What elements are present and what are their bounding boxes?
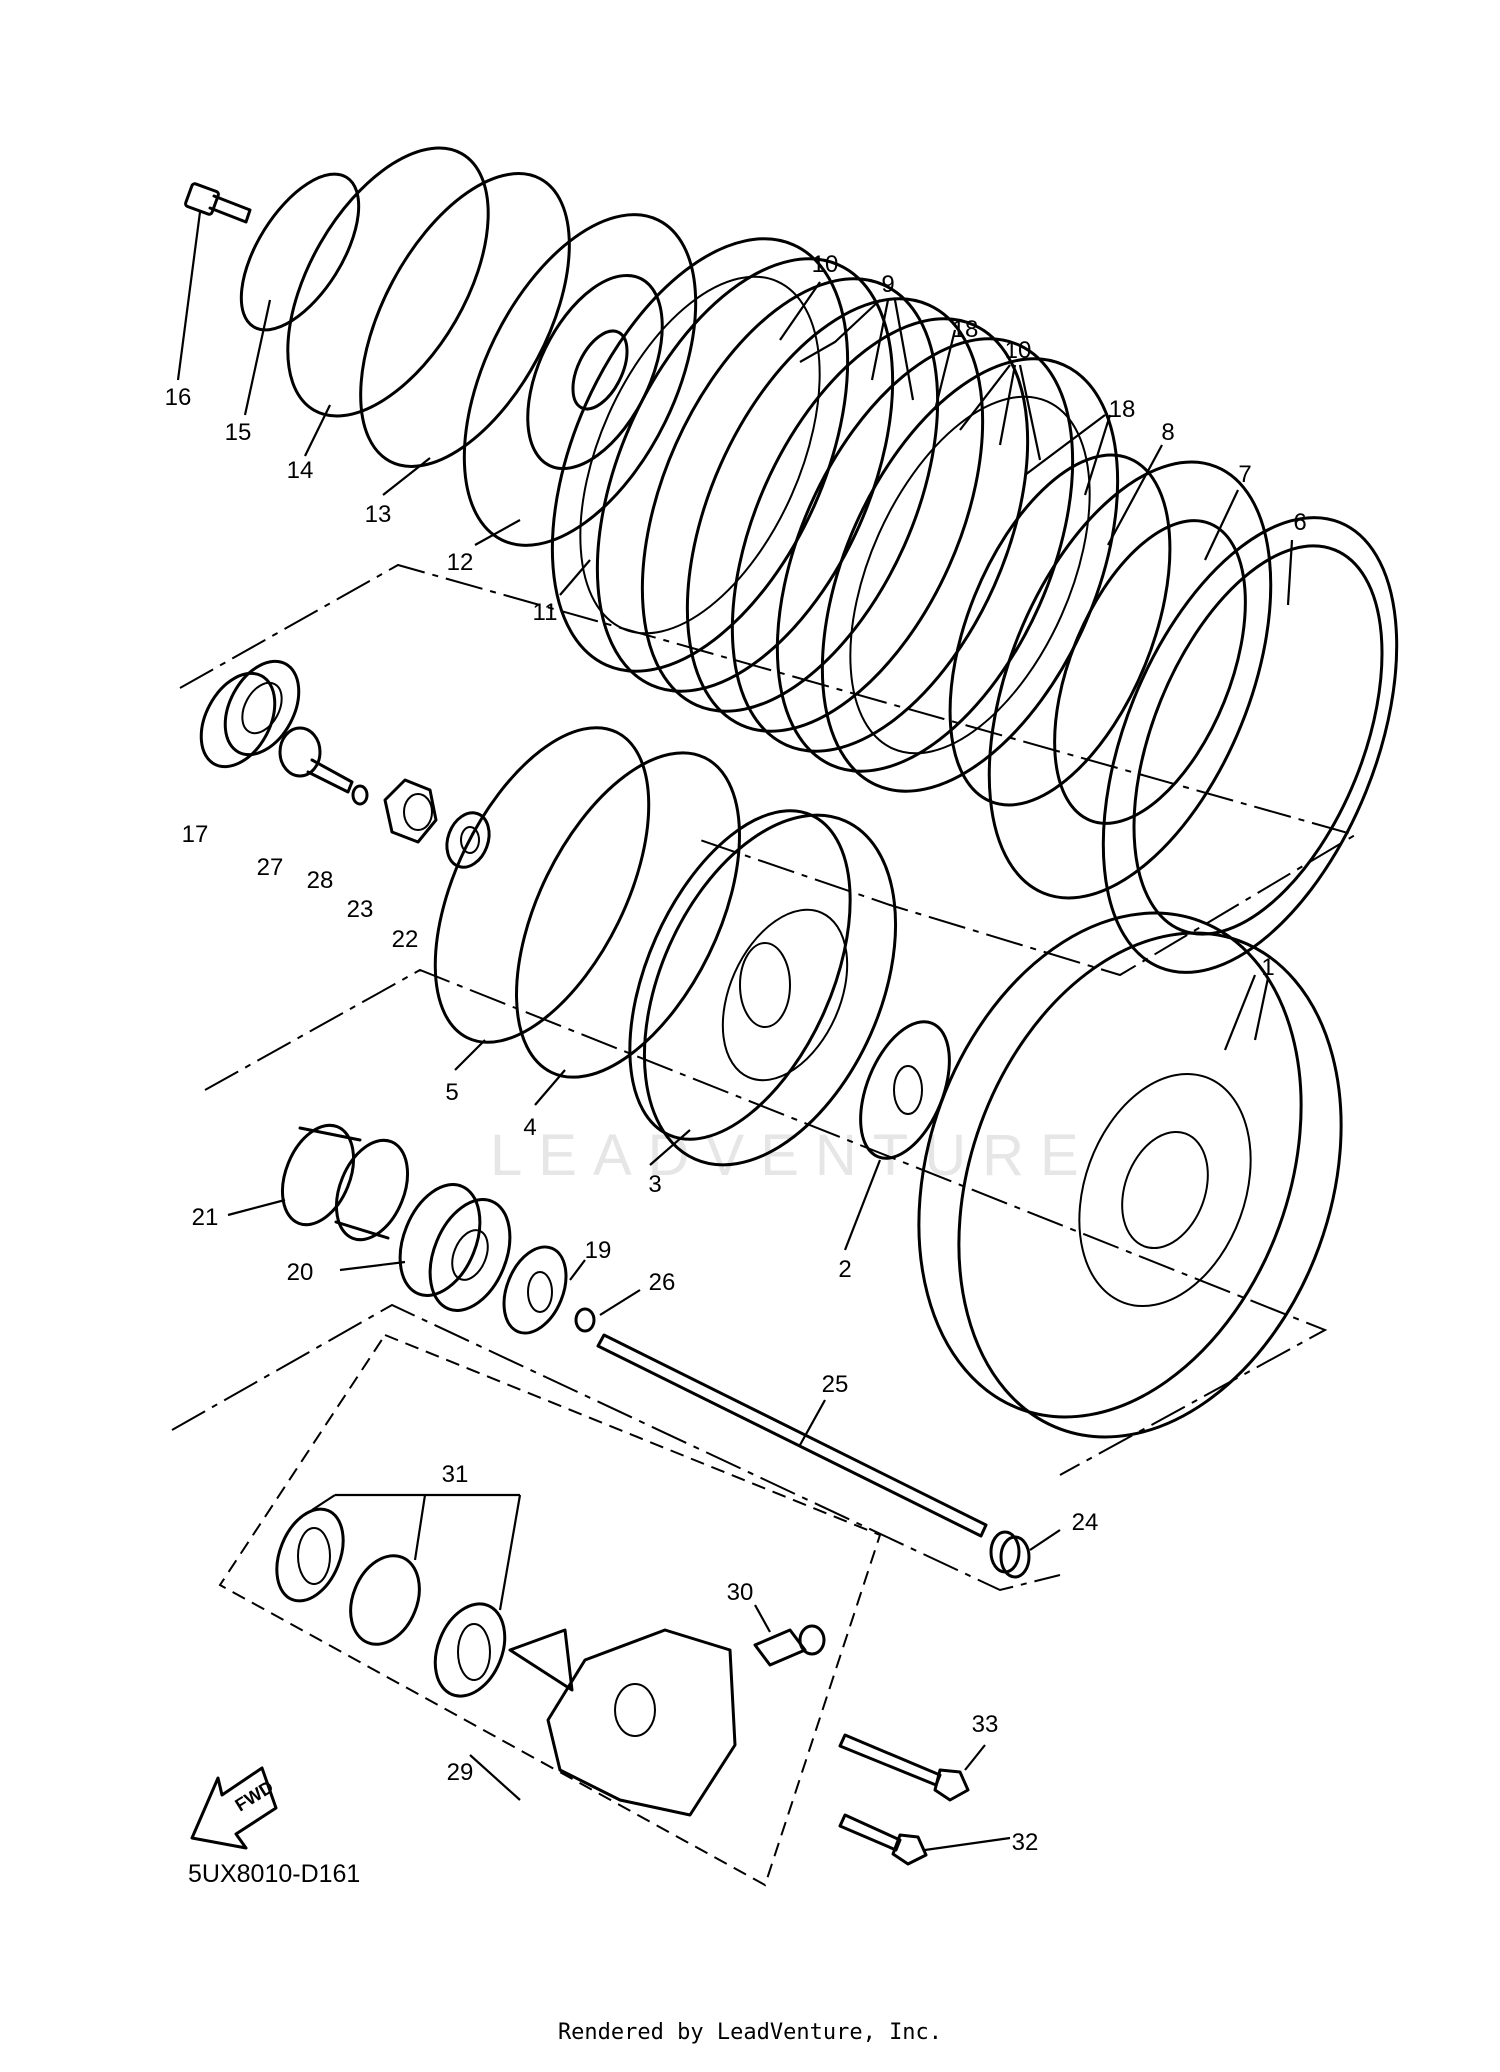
diagram-code: 5UX8010-D161 xyxy=(188,1860,361,1888)
spring-4 xyxy=(515,751,741,1079)
spacer-20 xyxy=(398,1183,512,1312)
callout-32: 32 xyxy=(1012,1829,1039,1856)
callout-11: 11 xyxy=(533,599,558,626)
clutch-boss-3 xyxy=(628,809,898,1167)
needle-bearing-21 xyxy=(281,1123,409,1242)
cylinder-body-29 xyxy=(546,1628,737,1817)
callout-10a: 10 xyxy=(812,251,839,278)
callout-17: 17 xyxy=(182,821,209,848)
callout-8: 8 xyxy=(1161,419,1174,446)
callout-25: 25 xyxy=(822,1371,849,1398)
callout-2: 2 xyxy=(838,1256,851,1283)
bushing-24 xyxy=(989,1530,1031,1579)
callout-27: 27 xyxy=(257,854,284,881)
footer-credit: Rendered by LeadVenture, Inc. xyxy=(557,2020,943,2045)
callout-3: 3 xyxy=(648,1171,661,1198)
master-cylinder-group-boundary xyxy=(218,1333,882,1887)
spring-cone xyxy=(508,1628,574,1692)
callout-19: 19 xyxy=(585,1237,612,1264)
callout-15: 15 xyxy=(225,419,252,446)
callout-33: 33 xyxy=(972,1711,999,1738)
bleed-screw-30 xyxy=(753,1624,826,1667)
bolt-33 xyxy=(838,1733,970,1802)
callout-1: 1 xyxy=(1261,954,1274,981)
callout-31: 31 xyxy=(442,1461,469,1488)
callout-26: 26 xyxy=(649,1269,676,1296)
callout-7: 7 xyxy=(1238,461,1251,488)
plate-7 xyxy=(987,460,1273,900)
callout-4: 4 xyxy=(523,1114,536,1141)
bearing-17 xyxy=(199,659,301,769)
push-rod-25 xyxy=(596,1333,988,1538)
callout-5: 5 xyxy=(445,1079,458,1106)
circlip-13 xyxy=(359,172,571,468)
upper-group-boundary xyxy=(179,563,1358,977)
plate-14 xyxy=(286,146,490,418)
callout-13: 13 xyxy=(365,501,392,528)
callout-21: 21 xyxy=(192,1204,219,1231)
seal-kit-31 xyxy=(275,1507,507,1698)
friction-plate-6 xyxy=(1101,516,1399,974)
callout-22: 22 xyxy=(392,926,419,953)
ball-26 xyxy=(574,1307,596,1333)
push-rod-27 xyxy=(278,726,354,794)
callout-30: 30 xyxy=(727,1579,754,1606)
washer-19 xyxy=(502,1245,568,1335)
callout-20: 20 xyxy=(287,1259,314,1286)
bolt-32 xyxy=(838,1813,928,1866)
callout-24: 24 xyxy=(1072,1509,1099,1536)
callout-18b: 18 xyxy=(1109,396,1136,423)
callout-28: 28 xyxy=(307,867,334,894)
callout-23: 23 xyxy=(347,896,374,923)
plate-15 xyxy=(239,172,361,332)
callout-16: 16 xyxy=(165,384,192,411)
ball-28 xyxy=(351,784,369,806)
bolt-16 xyxy=(184,182,252,224)
callout-9: 9 xyxy=(881,271,894,298)
callout-29: 29 xyxy=(447,1759,474,1786)
callout-18a: 18 xyxy=(952,316,979,343)
callout-12: 12 xyxy=(447,549,474,576)
middle-group-boundary xyxy=(204,968,1328,1476)
fwd-arrow-icon: FWD xyxy=(190,1766,278,1850)
nut-23 xyxy=(383,778,438,844)
callout-labels: 1 2 3 4 5 6 7 8 9 10 10 11 12 13 14 15 1… xyxy=(165,251,1307,1856)
watermark: LEADVENTURE xyxy=(490,1123,1095,1188)
plate-stack xyxy=(550,237,1120,793)
leader-lines xyxy=(176,211,1294,1852)
callout-10b: 10 xyxy=(1005,337,1032,364)
callout-6: 6 xyxy=(1293,509,1306,536)
lower-group-boundary xyxy=(171,1303,1061,1592)
callout-14: 14 xyxy=(287,457,314,484)
clutch-housing-1 xyxy=(917,911,1343,1439)
spring-5 xyxy=(433,726,651,1044)
